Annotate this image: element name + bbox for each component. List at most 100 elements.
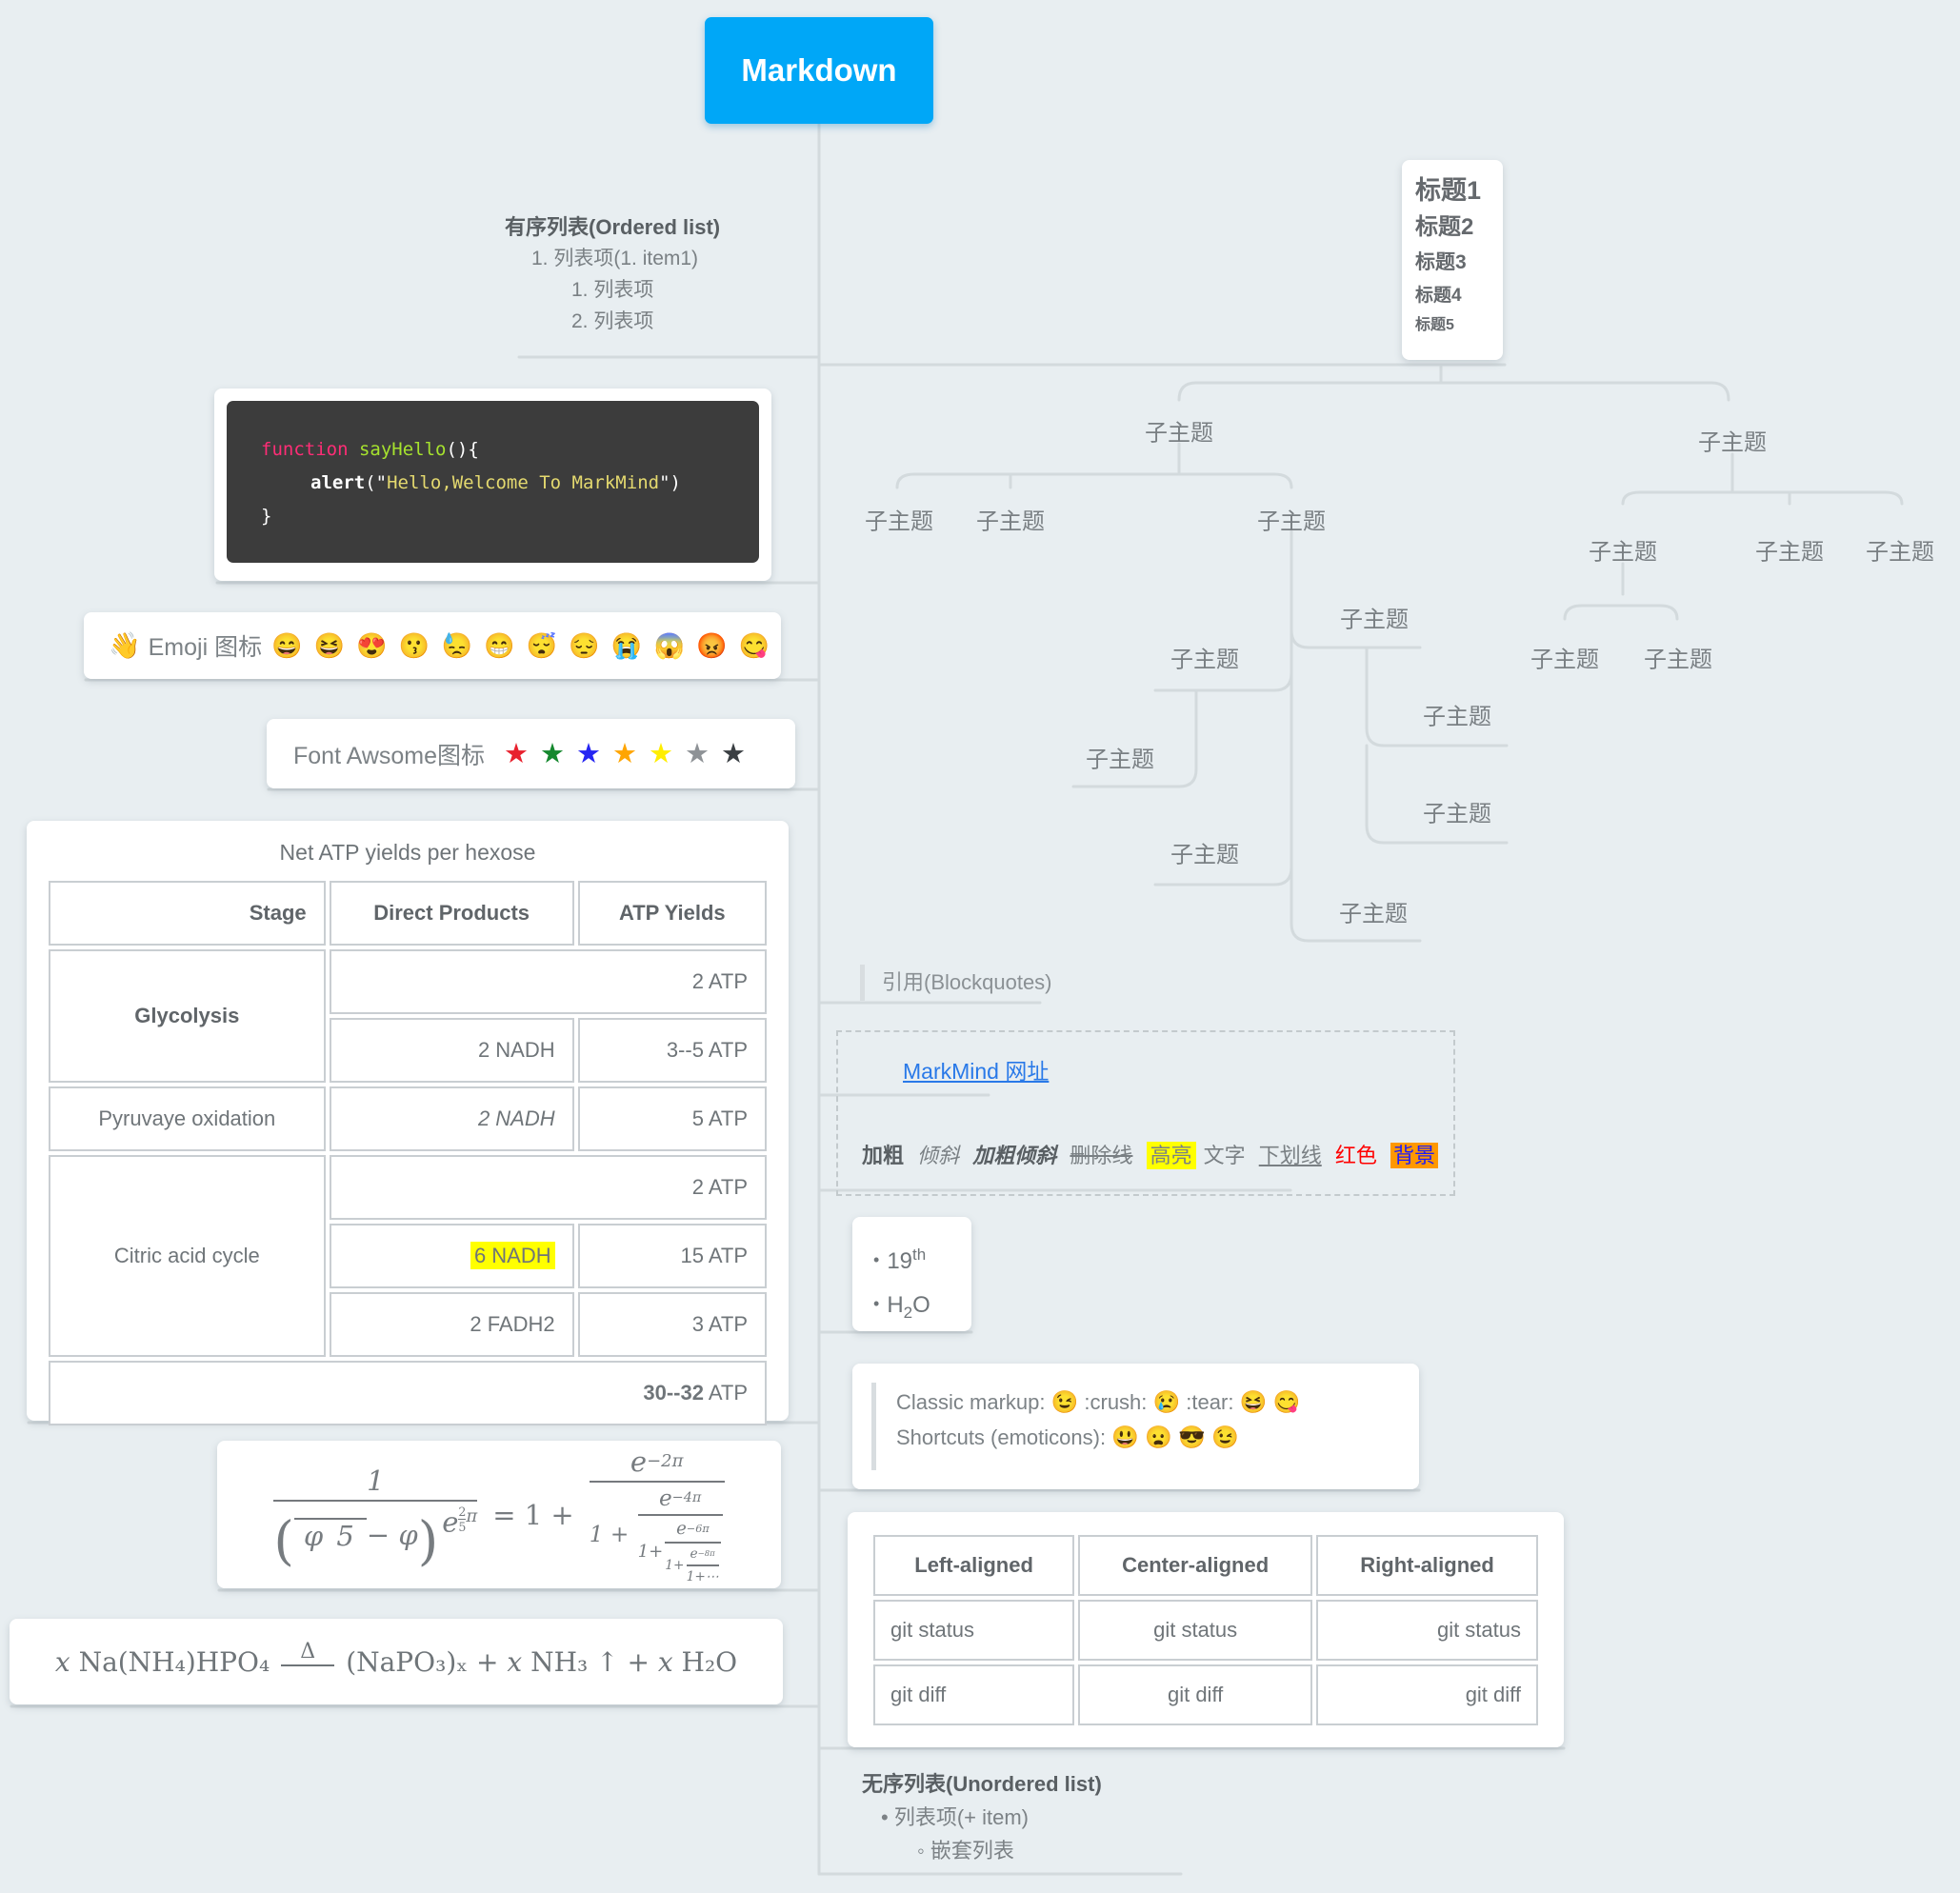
align-header: Left-aligned (873, 1535, 1075, 1596)
ordered-list-item: 1. 列表项 (571, 279, 654, 301)
node-headings[interactable]: 标题1 标题2 标题3 标题4 标题5 (1402, 160, 1503, 360)
table-row: Left-aligned Center-aligned Right-aligne… (873, 1535, 1538, 1596)
formula-equals: = 1 + (492, 1498, 574, 1531)
star-icon: ★ (612, 739, 638, 769)
format-text: 文字 (1203, 1144, 1246, 1167)
node-formula-chemistry[interactable]: 𝑥 Na(NH₄)HPO₄ Δ (NaPO₃)ₓ + 𝑥 NH₃ ↑ + 𝑥 H… (10, 1619, 783, 1704)
heading-3: 标题3 (1415, 251, 1467, 273)
node-unordered-list[interactable]: 无序列表(Unordered list) • 列表项(+ item) ◦ 嵌套列… (862, 1767, 1102, 1867)
format-bold-italic: 加粗倾斜 (972, 1144, 1057, 1167)
fontawesome-label: Font Awsome图标 (293, 742, 486, 769)
atp-cell: 3--5 ATP (577, 1018, 767, 1083)
node-alignment-table[interactable]: Left-aligned Center-aligned Right-aligne… (848, 1512, 1564, 1747)
atp-cell: Pyruvaye oxidation (49, 1086, 326, 1151)
shortcuts-line: Shortcuts (emoticons): 😃 😦 😎 😉 (896, 1425, 1239, 1449)
chem-rhs: (NaPO₃)ₓ + 𝑥 NH₃ ↑ + 𝑥 H₂O (346, 1645, 738, 1678)
subtopic-node[interactable]: 子主题 (1698, 429, 1767, 456)
table-row: Glycolysis 2 ATP (49, 949, 767, 1083)
blockquote-bar (860, 965, 865, 1001)
atp-table-title: Net ATP yields per hexose (279, 840, 536, 865)
ordered-list-item: 1. 列表项(1. item1) (531, 248, 699, 269)
atp-cell-highlighted: 6 NADH (329, 1224, 574, 1288)
subtopic-node[interactable]: 子主题 (976, 508, 1045, 535)
node-fontawesome[interactable]: Font Awsome图标 ★ ★ ★ ★ ★ ★ ★ (267, 719, 795, 788)
subtopic-node[interactable]: 子主题 (1257, 508, 1326, 535)
atp-cell: 5 ATP (577, 1086, 767, 1151)
blockquote-bar (871, 1383, 876, 1470)
chem-lhs: 𝑥 Na(NH₄)HPO₄ (54, 1645, 270, 1678)
atp-cell: 2 ATP (329, 949, 767, 1014)
subtopic-node[interactable]: 子主题 (1340, 607, 1409, 633)
table-row: Stage Direct Products ATP Yields (49, 881, 767, 946)
node-classic-markup[interactable]: Classic markup: 😉 :crush: 😢 :tear: 😆 😋 S… (852, 1364, 1419, 1489)
atp-header-yields: ATP Yields (577, 881, 767, 946)
star-icon: ★ (576, 739, 602, 769)
atp-cell: Citric acid cycle (49, 1155, 326, 1357)
code-function-name: sayHello (348, 439, 447, 460)
subtopic-node[interactable]: 子主题 (1086, 747, 1154, 773)
atp-cell: 2 ATP (329, 1155, 767, 1220)
code-open: (" (365, 472, 388, 493)
subtopic-node[interactable]: 子主题 (1866, 539, 1934, 566)
align-cell: git diff (873, 1664, 1075, 1725)
heading-5: 标题5 (1415, 317, 1454, 333)
markmind-link[interactable]: MarkMind 网址 (903, 1059, 1050, 1084)
emoji-faces: 😄 😆 😍 😗 😓 😁 😴 😔 😭 😱 😡 😋 (271, 630, 770, 660)
format-red: 红色 (1334, 1144, 1377, 1167)
subtopic-node[interactable]: 子主题 (1145, 420, 1213, 447)
subtopic-node[interactable]: 子主题 (1644, 647, 1712, 673)
root-node-markdown[interactable]: Markdown (705, 17, 933, 124)
dashed-selection-box (836, 1030, 1455, 1196)
subtopic-node[interactable]: 子主题 (865, 508, 933, 535)
node-blockquote[interactable]: 引用(Blockquotes) (860, 965, 1052, 1001)
subtopic-node[interactable]: 子主题 (1423, 704, 1491, 730)
subtopic-node[interactable]: 子主题 (1423, 801, 1491, 827)
star-icon: ★ (504, 739, 530, 769)
atp-total-cell: 30--32 ATP (49, 1361, 767, 1425)
formula-rhs: e−2π 1 + e−4π 1+ e−6π 1+ (589, 1445, 725, 1584)
subtopic-node[interactable]: 子主题 (1755, 539, 1824, 566)
align-header: Right-aligned (1316, 1535, 1538, 1596)
heading-1: 标题1 (1415, 176, 1482, 205)
subtopic-node[interactable]: 子主题 (1170, 647, 1239, 673)
unordered-list-item: • 列表项(+ item) (881, 1805, 1029, 1829)
laugh-yum-emojis: 😆 😋 (1239, 1389, 1301, 1414)
atp-header-products: Direct Products (329, 881, 574, 946)
heading-2: 标题2 (1415, 214, 1474, 240)
atp-cell: 2 NADH (329, 1086, 574, 1151)
list-item: •H2O (873, 1292, 930, 1322)
atp-cell: 3 ATP (577, 1292, 767, 1357)
waving-hand-emoji: 👋 (109, 631, 141, 660)
node-ordered-list[interactable]: 有序列表(Ordered list) 1. 列表项(1. item1) 1. 列… (505, 211, 720, 337)
table-row: Citric acid cycle 2 ATP (49, 1155, 767, 1357)
subtopic-node[interactable]: 子主题 (1530, 647, 1599, 673)
node-atp-table[interactable]: Net ATP yields per hexose Stage Direct P… (27, 821, 789, 1425)
star-icon: ★ (649, 739, 674, 769)
subtopic-node[interactable]: 子主题 (1589, 539, 1657, 566)
root-label: Markdown (741, 52, 897, 88)
table-row: 2 NADH 3--5 ATP (49, 1018, 767, 1083)
format-bold: 加粗 (862, 1144, 905, 1167)
align-cell: git status (1078, 1600, 1313, 1661)
reaction-condition: Δ (281, 1641, 335, 1666)
node-emoji[interactable]: 👋 Emoji 图标 😄 😆 😍 😗 😓 😁 😴 😔 😭 😱 😡 😋 (84, 612, 781, 679)
node-code-block[interactable]: function sayHello(){ alert("Hello,Welcom… (214, 389, 771, 581)
table-row: git status git status git status (873, 1600, 1538, 1661)
align-cell: git status (873, 1600, 1075, 1661)
subtopic-node[interactable]: 子主题 (1170, 842, 1239, 868)
node-text-formatting[interactable]: 加粗 倾斜 加粗倾斜 删除线 高亮文字 下划线 红色 背景 (862, 1139, 1446, 1169)
alignment-table: Left-aligned Center-aligned Right-aligne… (870, 1531, 1542, 1729)
format-highlight: 高亮 (1146, 1142, 1196, 1169)
format-strikethrough: 删除线 (1070, 1144, 1133, 1167)
atp-cell: Glycolysis (49, 949, 326, 1083)
subtopic-node[interactable]: 子主题 (1339, 901, 1408, 927)
code-alert: alert (310, 472, 366, 493)
wink-emoji: 😉 (1050, 1389, 1079, 1414)
align-cell: git status (1316, 1600, 1538, 1661)
node-sup-sub-list[interactable]: •19th •H2O (852, 1217, 971, 1331)
table-row: 6 NADH 15 ATP (49, 1224, 767, 1288)
node-link[interactable]: MarkMind 网址 (903, 1053, 1049, 1086)
code-editor: function sayHello(){ alert("Hello,Welcom… (227, 401, 759, 563)
